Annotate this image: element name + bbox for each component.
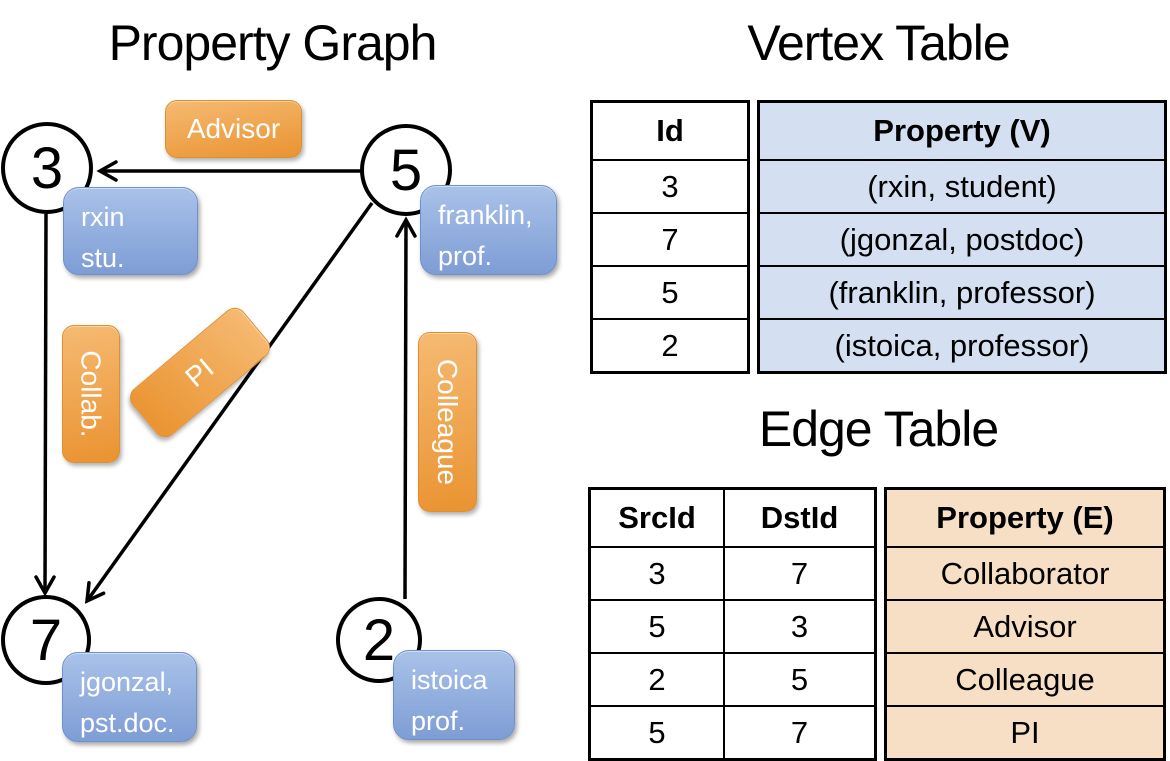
vertex-attr-jgonzal: jgonzal, pst.doc.: [62, 652, 197, 742]
table-cell: 2: [591, 652, 723, 705]
vertex-attr-istoica: istoica prof.: [393, 650, 515, 740]
column-header: Property (E): [887, 490, 1163, 546]
table-cell: (rxin, student): [760, 159, 1164, 212]
edge-label-text: PI: [179, 351, 220, 393]
edge-2-to-5: [395, 216, 417, 600]
table-cell: 3: [593, 159, 747, 212]
edge-label-text: Colleague: [432, 358, 464, 486]
attr-line: istoica: [411, 665, 488, 695]
table-cell: (franklin, professor): [760, 265, 1164, 318]
table-cell: PI: [887, 705, 1163, 758]
table-cell: 2: [593, 318, 747, 371]
column-header: Id: [656, 113, 684, 148]
edge-5-to-7: [84, 201, 374, 604]
vertex-attr-rxin: rxin stu.: [63, 187, 198, 275]
property-graph-title: Property Graph: [108, 15, 438, 71]
vertex-id: 7: [29, 607, 63, 673]
table-cell: 5: [591, 705, 723, 758]
vertex-node-5: 5: [360, 124, 452, 216]
edge-label-colleague: Colleague: [418, 332, 477, 512]
edge-label-advisor: Advisor: [165, 100, 302, 158]
table-cell: (jgonzal, postdoc): [760, 212, 1164, 265]
table-cell: 3: [725, 599, 874, 652]
column-header: Property (V): [760, 103, 1164, 159]
edge-label-text: Collab.: [76, 350, 108, 438]
column-header: SrcId: [618, 500, 696, 535]
edge-3-to-7: [34, 213, 56, 597]
table-cell: 3: [591, 546, 723, 599]
table-cell: Collaborator: [887, 546, 1163, 599]
edge-table-title: Edge Table: [758, 401, 999, 457]
attr-line: pst.doc.: [80, 707, 175, 738]
edge-table: SrcId 3 5 2 5 DstId 7 3 5 7 Property (E)…: [588, 487, 1166, 761]
vertex-table-title: Vertex Table: [747, 15, 1010, 71]
vertex-id: 3: [30, 135, 64, 201]
table-cell: 5: [725, 652, 874, 705]
vertex-table: Id 3 7 5 2 Property (V) (rxin, student) …: [590, 100, 1167, 374]
attr-line: franklin,: [438, 200, 533, 230]
vertex-id: 5: [389, 137, 423, 203]
vertex-node-2: 2: [336, 597, 422, 683]
edge-table-srcid-column: SrcId 3 5 2 5: [591, 490, 723, 758]
vertex-id: 2: [362, 607, 396, 673]
table-cell: (istoica, professor): [760, 318, 1164, 371]
table-cell: Colleague: [887, 652, 1163, 705]
column-header: DstId: [760, 500, 839, 535]
attr-line: prof.: [438, 240, 493, 271]
edge-table-id-columns: SrcId 3 5 2 5 DstId 7 3 5 7: [588, 487, 877, 761]
edge-table-property-column: Property (E) Collaborator Advisor Collea…: [884, 487, 1166, 761]
attr-line: stu.: [81, 242, 125, 273]
edge-label-text: Advisor: [186, 113, 281, 144]
attr-line: rxin: [81, 202, 125, 232]
attr-line: prof.: [411, 705, 466, 736]
edge-table-dstid-column: DstId 7 3 5 7: [723, 490, 874, 758]
table-cell: Advisor: [887, 599, 1163, 652]
table-cell: 7: [725, 546, 874, 599]
table-cell: 7: [593, 212, 747, 265]
vertex-table-property-column: Property (V) (rxin, student) (jgonzal, p…: [757, 100, 1167, 374]
edge-label-collaborator: Collab.: [62, 325, 120, 463]
table-cell: 7: [725, 705, 874, 758]
attr-line: jgonzal,: [80, 667, 174, 697]
graph-edges: [34, 160, 417, 604]
table-cell: 5: [591, 599, 723, 652]
table-cell: 5: [593, 265, 747, 318]
vertex-attr-franklin: franklin, prof.: [420, 185, 557, 275]
vertex-table-id-column: Id 3 7 5 2: [590, 100, 750, 374]
